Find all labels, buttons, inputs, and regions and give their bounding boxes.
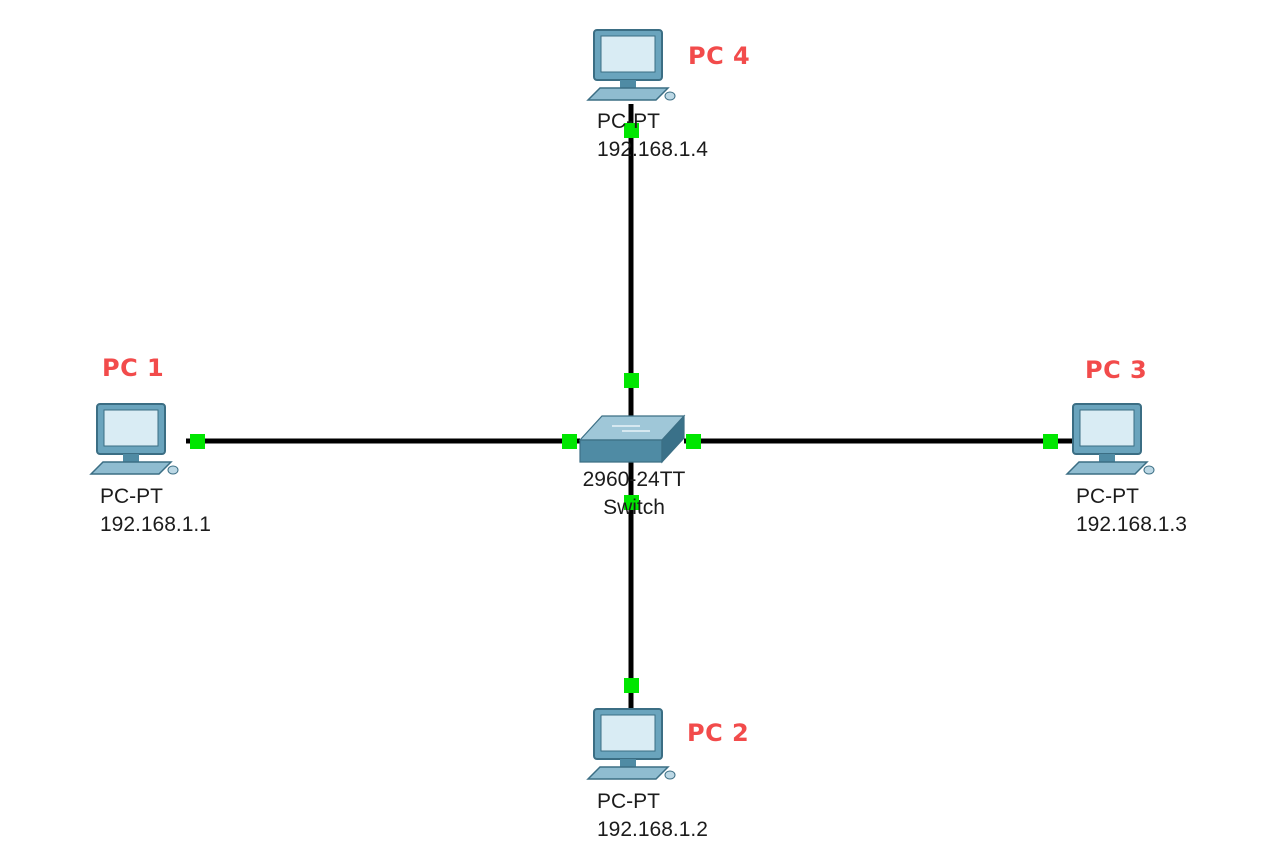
pc1-computer-icon[interactable] — [87, 400, 187, 480]
pc1-model: PC-PT — [100, 485, 163, 508]
pc4-model: PC-PT — [597, 110, 660, 133]
link-lights — [190, 123, 1058, 693]
pc1-name-label: PC 1 — [102, 354, 165, 382]
pc3-device-label: PC-PT 192.168.1.3 — [1076, 483, 1187, 539]
pc1-ip-address: 192.168.1.1 — [100, 513, 211, 536]
switch-icon[interactable] — [578, 414, 686, 464]
pc3-computer-icon[interactable] — [1063, 400, 1163, 480]
pc2-name-label: PC 2 — [687, 719, 750, 747]
pc2-ip-address: 192.168.1.2 — [597, 818, 708, 841]
link-light-pc4-switch-end — [624, 373, 639, 388]
link-light-pc1-switch-end — [562, 434, 577, 449]
pc4-device-label: PC-PT 192.168.1.4 — [597, 108, 708, 164]
link-light-pc2-end — [624, 678, 639, 693]
link-light-pc4-end — [624, 123, 639, 138]
pc3-ip-address: 192.168.1.3 — [1076, 513, 1187, 536]
pc2-device-label: PC-PT 192.168.1.2 — [597, 788, 708, 844]
link-light-pc1-end — [190, 434, 205, 449]
pc1-device-label: PC-PT 192.168.1.1 — [100, 483, 211, 539]
pc4-ip-address: 192.168.1.4 — [597, 138, 708, 161]
switch-device-label: 2960-24TT Switch — [564, 466, 704, 522]
pc2-model: PC-PT — [597, 790, 660, 813]
switch-model: 2960-24TT — [582, 468, 686, 491]
link-light-pc2-switch-end — [624, 495, 639, 510]
link-light-pc3-end — [1043, 434, 1058, 449]
link-light-pc3-switch-end — [686, 434, 701, 449]
pc4-name-label: PC 4 — [688, 42, 751, 70]
pc2-computer-icon[interactable] — [584, 705, 684, 785]
pc3-model: PC-PT — [1076, 485, 1139, 508]
switch-type: Switch — [603, 496, 665, 519]
pc4-computer-icon[interactable] — [584, 26, 684, 106]
pc3-name-label: PC 3 — [1085, 356, 1148, 384]
